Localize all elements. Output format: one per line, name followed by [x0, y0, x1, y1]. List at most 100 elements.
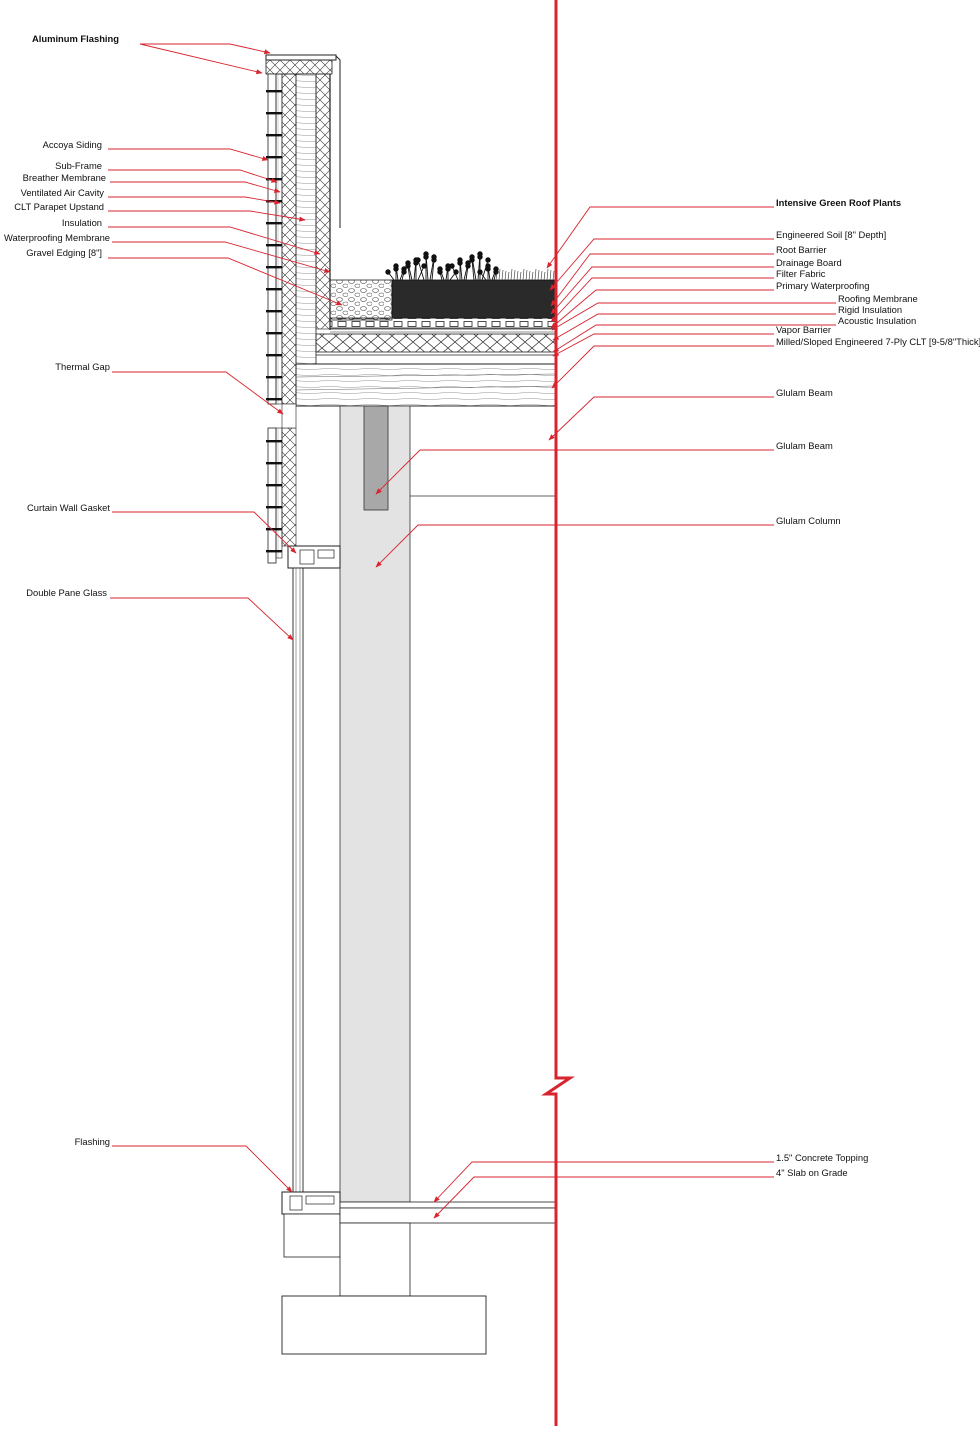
- waterproofing-membrane-label: Waterproofing Membrane: [4, 232, 110, 243]
- breather-membrane-leader: [110, 181, 281, 193]
- plant-leaf: [393, 263, 399, 269]
- footing: [281, 1295, 487, 1355]
- aluminum-flashing-leader: [140, 43, 271, 55]
- double-pane-glass-leader: [110, 597, 294, 641]
- plant-leaf: [469, 254, 475, 260]
- plant-leaf: [485, 263, 491, 269]
- fastener: [266, 550, 282, 553]
- engineered-soil: [391, 279, 557, 319]
- plant-leaf: [415, 257, 421, 263]
- aluminum-flashing-label: Aluminum Flashing: [32, 33, 119, 44]
- drainage-board-leader: [550, 266, 774, 315]
- fastener: [266, 90, 282, 93]
- concrete-topping-label: 1.5" Concrete Topping: [776, 1152, 868, 1163]
- section-cut-line: [541, 0, 575, 1426]
- sub-frame-label: Sub-Frame: [55, 160, 102, 171]
- plant-leaf: [431, 257, 437, 263]
- sub-frame-leader: [108, 169, 278, 183]
- flashing-label: Flashing: [75, 1136, 110, 1147]
- filter-fabric-label: Filter Fabric: [776, 268, 826, 279]
- fastener: [266, 354, 282, 357]
- aluminum-flashing-leader-2: [139, 43, 263, 75]
- roofing-membrane-label: Roofing Membrane: [838, 293, 918, 304]
- fastener: [266, 134, 282, 137]
- fastener: [266, 222, 282, 225]
- parapet-insulation: [315, 73, 331, 330]
- fastener: [266, 156, 282, 159]
- lower-siding: [267, 427, 277, 564]
- building-geometry: [265, 54, 557, 1355]
- intensive-green-roof-plants-leader: [546, 206, 774, 269]
- grass-blade: [522, 268, 525, 281]
- plant-leaf: [437, 266, 443, 272]
- rigid-insulation-leader: [552, 313, 836, 341]
- plant-stem: [459, 259, 463, 281]
- double-pane-glass-label: Double Pane Glass: [26, 587, 107, 598]
- acoustic-insulation-label: Acoustic Insulation: [838, 315, 916, 326]
- drainage-board-label: Drainage Board: [776, 257, 842, 268]
- thermal-gap: [281, 403, 297, 429]
- plant-leaf: [485, 257, 491, 263]
- plant-stem: [471, 256, 477, 281]
- plant-leaf: [421, 263, 427, 269]
- fastener: [266, 440, 282, 443]
- curtain-wall-gasket-leader: [112, 511, 297, 554]
- glulam-beam-1-leader: [548, 396, 774, 441]
- root-barrier-leader: [550, 253, 774, 307]
- breather-membrane-label: Breather Membrane: [23, 172, 106, 183]
- fastener: [266, 506, 282, 509]
- flashing-drip: [335, 55, 341, 228]
- flashing-leader: [112, 1145, 293, 1193]
- sill-block: [283, 1213, 341, 1258]
- plant-leaf: [449, 263, 455, 269]
- foundation-wall: [339, 1222, 411, 1297]
- grass-blade: [513, 269, 516, 281]
- fastener: [266, 398, 282, 401]
- plant-stem: [471, 259, 475, 281]
- green-roof-plants: [385, 251, 555, 281]
- insulation-label: Insulation: [62, 217, 102, 228]
- grass-blade: [525, 269, 528, 281]
- aluminum-flashing-cap: [265, 54, 337, 61]
- vapor-barrier-leader: [552, 333, 774, 357]
- parapet-cap-block: [265, 59, 333, 75]
- plant-leaf: [457, 257, 463, 263]
- grass-blade: [552, 270, 555, 281]
- accoya-siding-label: Accoya Siding: [43, 139, 102, 150]
- milled-clt-label: Milled/Sloped Engineered 7-Ply CLT [9-5/…: [776, 336, 980, 347]
- grass-blade: [546, 268, 549, 281]
- glulam-beam-2-label: Glulam Beam: [776, 440, 833, 451]
- double-pane-glass: [292, 567, 304, 1193]
- plant-leaf: [477, 269, 483, 275]
- grass-blade: [543, 271, 546, 281]
- fastener: [266, 484, 282, 487]
- plant-leaf: [465, 263, 471, 269]
- grass-blade: [549, 269, 552, 281]
- filter-fabric-leader: [550, 277, 774, 323]
- grass-blade: [534, 268, 537, 281]
- grass-blade: [519, 271, 522, 281]
- plant-stem: [407, 262, 413, 281]
- grass-blade: [507, 271, 510, 281]
- grass-blade: [495, 271, 498, 281]
- plant-stem: [417, 259, 425, 281]
- insulation-leader: [108, 226, 321, 255]
- fastener: [266, 528, 282, 531]
- ventilated-air-cavity-label: Ventilated Air Cavity: [21, 187, 105, 198]
- lower-insulation: [281, 427, 297, 547]
- leader-lines: [108, 43, 836, 1219]
- vapor-barrier-label: Vapor Barrier: [776, 324, 831, 335]
- root-barrier-label: Root Barrier: [776, 244, 827, 255]
- plant-leaf: [493, 269, 499, 275]
- fastener: [266, 244, 282, 247]
- concrete-topping: [339, 1201, 557, 1209]
- glulam-column-label: Glulam Column: [776, 515, 841, 526]
- curtain-wall-sill: [281, 1191, 341, 1215]
- engineered-soil-leader: [549, 238, 774, 291]
- fastener: [266, 332, 282, 335]
- grass-blade: [498, 268, 501, 281]
- glulam-beam: [363, 405, 389, 511]
- thermal-gap-label: Thermal Gap: [55, 361, 110, 372]
